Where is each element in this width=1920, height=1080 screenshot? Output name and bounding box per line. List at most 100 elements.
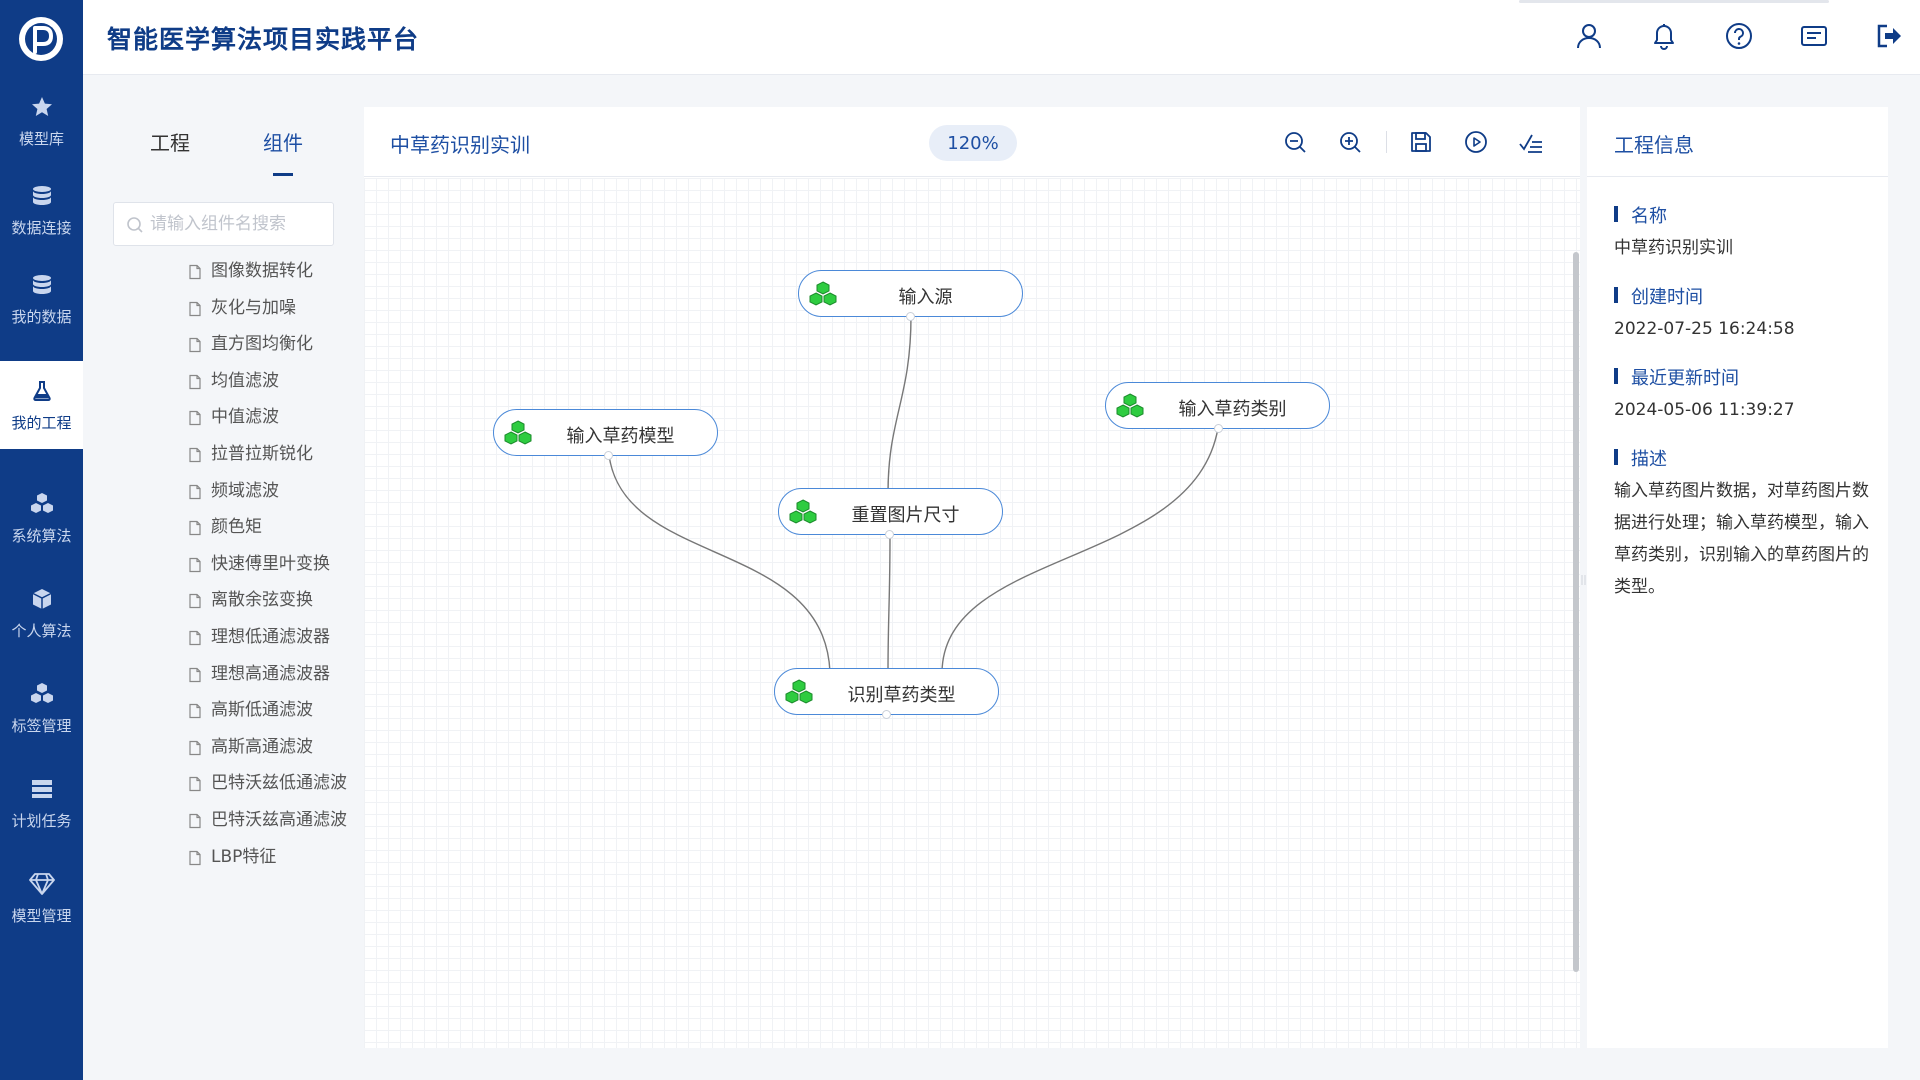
nav-item-my-projects[interactable]: 我的工程 <box>0 361 83 449</box>
component-item[interactable]: 理想低通滤波器 <box>187 624 347 650</box>
nav-item-my-data[interactable]: 我的数据 <box>0 255 83 343</box>
component-item[interactable]: LBP特征 <box>187 844 347 870</box>
component-panel: 工程 组件 图像数据转化灰化与加噪直方图均衡化均值滤波中值滤波拉普拉斯锐化频域滤… <box>83 75 349 1080</box>
search-icon <box>126 216 144 234</box>
component-item[interactable]: 巴特沃兹高通滤波 <box>187 807 347 833</box>
cubes-icon <box>29 491 55 517</box>
panel-splitter[interactable] <box>1580 565 1587 595</box>
component-label: 拉普拉斯锐化 <box>211 443 313 464</box>
logout-icon[interactable] <box>1873 20 1905 52</box>
component-label: 中值滤波 <box>211 407 279 428</box>
component-item[interactable]: 直方图均衡化 <box>187 331 347 357</box>
cubes-icon <box>29 681 55 707</box>
document-icon <box>187 665 203 682</box>
node-port[interactable] <box>882 710 891 719</box>
project-info-panel: 工程信息 名称 中草药识别实训 创建时间 2022-07-25 16:24:58… <box>1587 107 1888 1048</box>
document-icon <box>187 482 203 499</box>
app-title: 智能医学算法项目实践平台 <box>107 25 420 54</box>
nav-item-model-library[interactable]: 模型库 <box>0 77 83 165</box>
component-item[interactable]: 均值滤波 <box>187 368 347 394</box>
node-label: 识别草药类型 <box>847 685 956 706</box>
cubes-icon <box>784 679 814 705</box>
document-icon <box>187 848 203 865</box>
save-icon[interactable] <box>1406 127 1436 157</box>
component-item[interactable]: 拉普拉斯锐化 <box>187 441 347 467</box>
created-time-label: 创建时间 <box>1614 283 1703 309</box>
cubes-icon <box>808 281 838 307</box>
tab-project[interactable]: 工程 <box>150 131 190 155</box>
zoom-in-icon[interactable] <box>1335 127 1365 157</box>
node-port[interactable] <box>604 451 613 460</box>
node-port[interactable] <box>1214 424 1223 433</box>
flow-node[interactable]: 输入草药类别 <box>1105 382 1330 429</box>
component-item[interactable]: 颜色矩 <box>187 514 347 540</box>
node-port[interactable] <box>885 530 894 539</box>
component-label: 理想低通滤波器 <box>211 626 330 647</box>
updated-time-label: 最近更新时间 <box>1614 364 1739 390</box>
component-list: 图像数据转化灰化与加噪直方图均衡化均值滤波中值滤波拉普拉斯锐化频域滤波颜色矩快速… <box>187 258 347 880</box>
flow-node[interactable]: 输入草药模型 <box>493 409 718 456</box>
nav-label: 我的工程 <box>11 413 72 432</box>
component-item[interactable]: 快速傅里叶变换 <box>187 551 347 577</box>
document-icon <box>187 555 203 572</box>
component-item[interactable]: 离散余弦变换 <box>187 587 347 613</box>
document-icon <box>187 738 203 755</box>
component-label: 频域滤波 <box>211 480 279 501</box>
nav-label: 模型管理 <box>11 906 72 925</box>
flow-canvas[interactable]: 输入源 输入草药模型 输入草药类别 重置图片尺寸 <box>364 178 1580 1048</box>
component-search-input[interactable] <box>150 203 330 245</box>
component-label: 高斯低通滤波 <box>211 700 313 721</box>
cubes-icon <box>503 420 533 446</box>
diamond-icon <box>28 871 55 897</box>
component-item[interactable]: 巴特沃兹低通滤波 <box>187 770 347 796</box>
nav-item-personal-algorithms[interactable]: 个人算法 <box>0 569 83 657</box>
nav-label: 标签管理 <box>11 716 72 735</box>
nav-item-scheduled-tasks[interactable]: 计划任务 <box>0 759 83 847</box>
canvas-panel: 中草药识别实训 120% <box>364 107 1580 1048</box>
component-label: 巴特沃兹高通滤波 <box>211 809 347 830</box>
nav-label: 系统算法 <box>11 526 72 545</box>
side-navigation: 模型库 数据连接 我的数据 我的工程 系统算法 个人算法 标签管理 <box>0 0 83 1080</box>
message-icon[interactable] <box>1798 20 1830 52</box>
component-item[interactable]: 频域滤波 <box>187 478 347 504</box>
component-item[interactable]: 中值滤波 <box>187 404 347 430</box>
flask-icon <box>29 378 55 404</box>
bell-icon[interactable] <box>1648 20 1680 52</box>
nav-item-system-algorithms[interactable]: 系统算法 <box>0 474 83 562</box>
nav-item-model-management[interactable]: 模型管理 <box>0 854 83 942</box>
component-item[interactable]: 高斯高通滤波 <box>187 734 347 760</box>
nav-item-data-connection[interactable]: 数据连接 <box>0 166 83 254</box>
toolbar-divider <box>1386 131 1387 153</box>
component-item[interactable]: 理想高通滤波器 <box>187 661 347 687</box>
tab-components[interactable]: 组件 <box>263 131 303 155</box>
component-item[interactable]: 高斯低通滤波 <box>187 697 347 723</box>
component-label: 离散余弦变换 <box>211 590 313 611</box>
document-icon <box>187 299 203 316</box>
flow-node[interactable]: 重置图片尺寸 <box>778 488 1003 535</box>
nav-label: 数据连接 <box>11 218 72 237</box>
top-header: 智能医学算法项目实践平台 <box>83 0 1920 75</box>
component-item[interactable]: 灰化与加噪 <box>187 295 347 321</box>
zoom-level: 120% <box>929 125 1017 161</box>
flow-edges <box>608 315 1219 676</box>
description-label: 描述 <box>1614 445 1667 471</box>
edge-resize-to-identify <box>884 535 892 676</box>
info-header: 工程信息 <box>1587 107 1888 177</box>
nav-item-tag-management[interactable]: 标签管理 <box>0 664 83 752</box>
document-icon <box>187 628 203 646</box>
node-port[interactable] <box>906 312 915 321</box>
flow-node[interactable]: 输入源 <box>798 270 1023 317</box>
canvas-scrollbar[interactable] <box>1573 252 1579 972</box>
updated-time-value: 2024-05-06 11:39:27 <box>1614 400 1795 420</box>
component-item[interactable]: 图像数据转化 <box>187 258 347 284</box>
help-icon[interactable] <box>1723 20 1755 52</box>
user-icon[interactable] <box>1573 20 1605 52</box>
zoom-out-icon[interactable] <box>1280 127 1310 157</box>
component-label: 高斯高通滤波 <box>211 736 313 757</box>
logo-icon[interactable] <box>16 14 66 64</box>
node-label: 重置图片尺寸 <box>851 505 960 526</box>
run-icon[interactable] <box>1461 127 1491 157</box>
check-list-icon[interactable] <box>1516 127 1546 157</box>
flow-node[interactable]: 识别草药类型 <box>774 668 999 715</box>
document-icon <box>187 774 203 792</box>
